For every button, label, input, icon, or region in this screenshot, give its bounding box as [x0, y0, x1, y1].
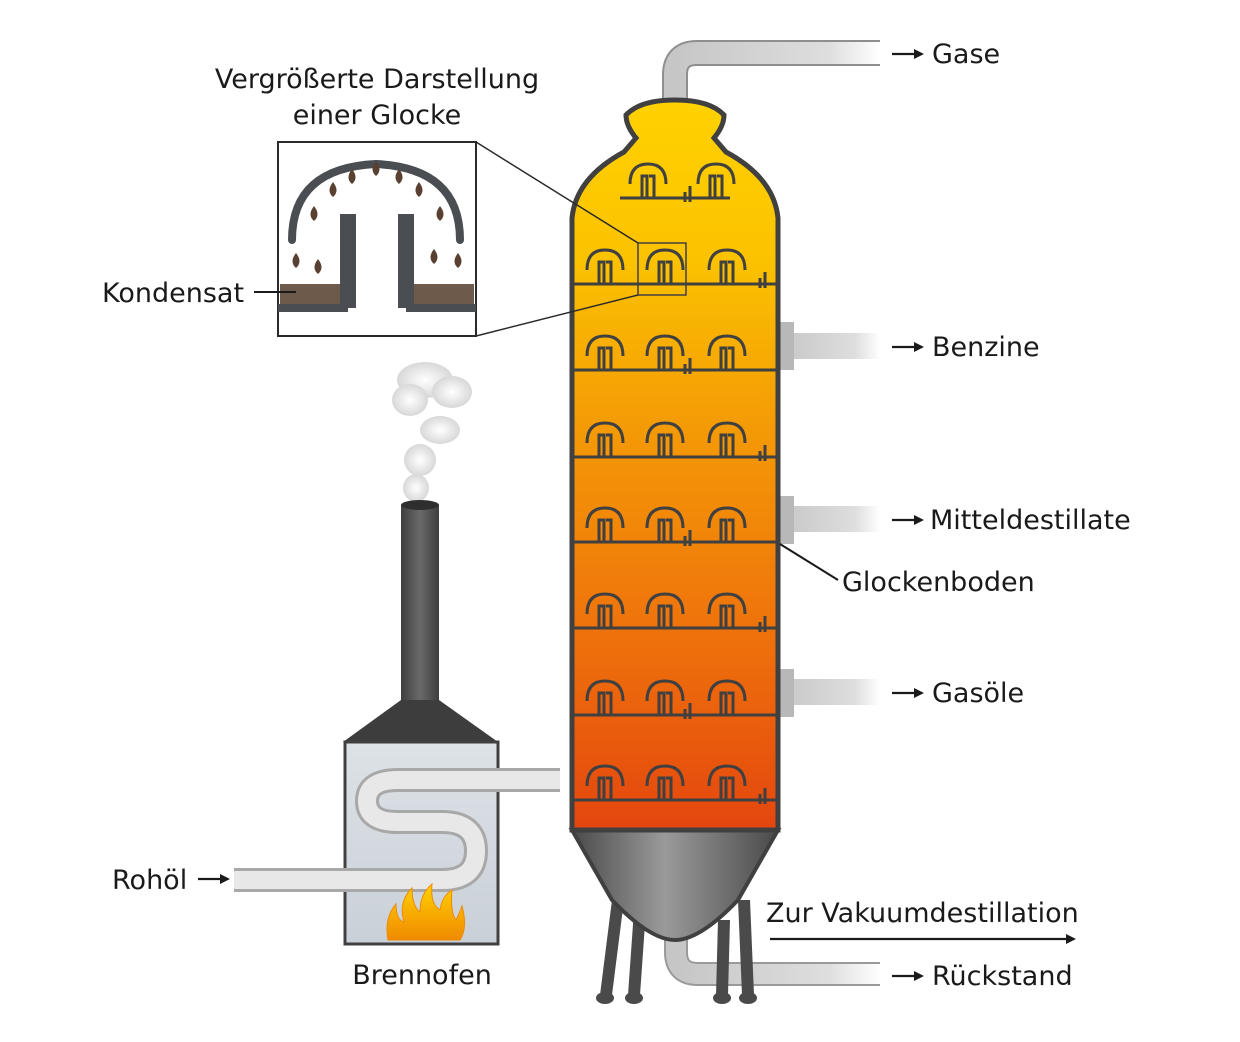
- arrow-right-icon: [892, 688, 924, 698]
- furnace-label: Brennofen: [352, 960, 492, 991]
- drop: [348, 169, 356, 184]
- bubble-cap-trays: [572, 162, 778, 804]
- bubble-cap: [707, 679, 747, 715]
- tray: [572, 592, 778, 632]
- drop: [395, 169, 403, 184]
- drop: [292, 253, 300, 268]
- column-bottom-cone: [568, 828, 782, 943]
- bubble-cap: [645, 248, 685, 284]
- drop: [415, 182, 423, 197]
- tray: [572, 334, 778, 374]
- zoom-marker: [637, 242, 687, 296]
- gas-oils-label: Gasöle: [932, 678, 1024, 709]
- furnace: [234, 362, 560, 946]
- outlet-pipes: [662, 40, 880, 986]
- bubble-cap: [645, 421, 685, 457]
- drop: [314, 259, 322, 274]
- drop: [430, 249, 438, 264]
- drop: [436, 206, 444, 221]
- middle-distillates-label: Mitteldestillate: [930, 505, 1131, 536]
- chimney: [401, 505, 439, 705]
- arrow-right-icon: [198, 874, 230, 884]
- drop: [454, 253, 462, 268]
- bubble-cap: [696, 162, 736, 198]
- gas-oils-pipe: [780, 679, 880, 705]
- bubble-cap: [645, 592, 685, 628]
- arrow-right-icon: [770, 934, 1076, 944]
- distillation-column: [569, 97, 781, 833]
- bubble-cap: [585, 334, 625, 370]
- inset-zoom: [277, 141, 687, 337]
- arrow-right-icon: [892, 49, 924, 59]
- residue-label: Rückstand: [932, 961, 1073, 992]
- gases-label: Gase: [932, 39, 1000, 70]
- middle-distillates-pipe: [780, 506, 880, 532]
- tray: [572, 679, 778, 719]
- flame-icon: [386, 882, 466, 941]
- crude-oil-label: Rohöl: [112, 865, 187, 896]
- inset-title-line1: Vergrößerte Darstellung: [215, 64, 539, 95]
- bubble-cap: [585, 764, 625, 800]
- bubble-cap: [707, 248, 747, 284]
- bubble-cap: [645, 334, 685, 370]
- bubble-cap: [628, 162, 668, 198]
- arrow-right-icon: [892, 515, 924, 525]
- bubble-cap-tray-label: Glockenboden: [842, 567, 1035, 598]
- vacuum-distillation-label: Zur Vakuumdestillation: [766, 898, 1079, 929]
- bubble-cap: [585, 592, 625, 628]
- bubble-cap: [707, 592, 747, 628]
- condensate-label: Kondensat: [102, 278, 244, 309]
- gasoline-pipe: [780, 333, 880, 359]
- smoke-icon: [392, 362, 472, 502]
- bubble-cap: [645, 764, 685, 800]
- bubble-cap: [645, 679, 685, 715]
- drop: [372, 161, 380, 176]
- bubble-cap: [645, 506, 685, 542]
- inset-title-line2: einer Glocke: [293, 100, 462, 131]
- drop: [329, 182, 337, 197]
- bubble-cap: [585, 248, 625, 284]
- tray: [572, 421, 778, 461]
- tray: [572, 506, 778, 546]
- arrow-right-icon: [892, 971, 924, 981]
- bubble-cap: [585, 421, 625, 457]
- bubble-cap: [585, 506, 625, 542]
- condensate-drops: [292, 161, 462, 274]
- bubble-cap: [707, 506, 747, 542]
- gasoline-label: Benzine: [932, 332, 1040, 363]
- bubble-cap: [707, 421, 747, 457]
- bubble-cap: [707, 334, 747, 370]
- bubble-cap: [707, 764, 747, 800]
- column-legs: [596, 900, 757, 1004]
- furnace-hood: [343, 700, 498, 742]
- tray: [620, 162, 736, 202]
- drop: [310, 206, 318, 221]
- tray: [572, 248, 778, 288]
- tray: [572, 764, 778, 804]
- tray-leader: [779, 543, 839, 581]
- arrows: [198, 49, 1076, 981]
- arrow-right-icon: [892, 342, 924, 352]
- bubble-cap: [585, 679, 625, 715]
